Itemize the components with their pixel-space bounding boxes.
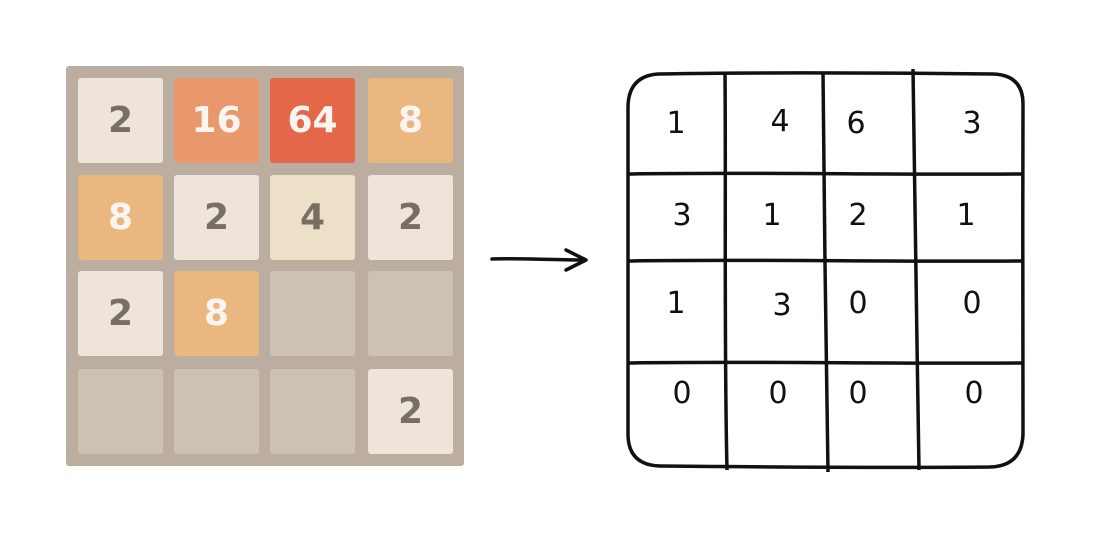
tile-value: 8 (397, 100, 424, 141)
tile-8: 8 (78, 175, 163, 260)
tile-64: 64 (270, 78, 355, 163)
tile-8: 8 (368, 78, 453, 163)
tile-value: 2 (397, 391, 424, 432)
grid-line-vertical-1 (723, 71, 729, 471)
tile-value: 2 (203, 197, 230, 238)
tile-value: 8 (203, 293, 230, 334)
numeric-grid-sketch (625, 68, 1026, 473)
grid-cell-value: 2 (848, 198, 868, 233)
tile-2: 2 (368, 175, 453, 260)
game-board-2048: 2 16 64 8 8 2 4 2 2 8 2 (66, 66, 464, 466)
grid-cell-value: 1 (666, 286, 686, 321)
grid-cell-value: 0 (848, 286, 868, 321)
empty-tile (270, 369, 355, 454)
tile-4: 4 (270, 175, 355, 260)
grid-border (625, 71, 1026, 470)
grid-line-vertical-2 (821, 72, 830, 473)
empty-tile (368, 271, 453, 356)
grid-cell-value: 3 (672, 198, 692, 233)
grid-line-horizontal-1 (627, 171, 1024, 176)
grid-cell-value: 1 (666, 106, 686, 141)
grid-cell-value: 4 (770, 104, 790, 139)
grid-cell-value: 1 (956, 198, 976, 233)
grid-cell-value: 0 (672, 376, 692, 411)
empty-tile (174, 369, 259, 454)
grid-cell-value: 0 (768, 376, 788, 411)
tile-2: 2 (368, 369, 453, 454)
tile-value: 8 (107, 197, 134, 238)
empty-tile (78, 369, 163, 454)
right-arrow-icon (490, 248, 588, 272)
grid-cell-value: 0 (962, 286, 982, 321)
tile-value: 64 (287, 100, 338, 141)
grid-cell-value: 0 (964, 376, 984, 411)
tile-2: 2 (78, 271, 163, 356)
grid-line-vertical-3 (911, 68, 921, 471)
tile-16: 16 (174, 78, 259, 163)
grid-cell-value: 0 (848, 376, 868, 411)
tile-value: 2 (107, 293, 134, 334)
tile-value: 16 (191, 100, 242, 141)
tile-value: 2 (397, 197, 424, 238)
grid-cell-value: 3 (772, 288, 792, 323)
grid-line-horizontal-2 (627, 258, 1024, 263)
tile-8: 8 (174, 271, 259, 356)
grid-cell-value: 3 (962, 106, 982, 141)
tile-2: 2 (174, 175, 259, 260)
empty-tile (270, 271, 355, 356)
grid-line-horizontal-3 (627, 360, 1024, 365)
grid-cell-value: 6 (846, 106, 866, 141)
tile-2: 2 (78, 78, 163, 163)
tile-value: 4 (299, 197, 326, 238)
tile-value: 2 (107, 100, 134, 141)
grid-cell-value: 1 (762, 198, 782, 233)
